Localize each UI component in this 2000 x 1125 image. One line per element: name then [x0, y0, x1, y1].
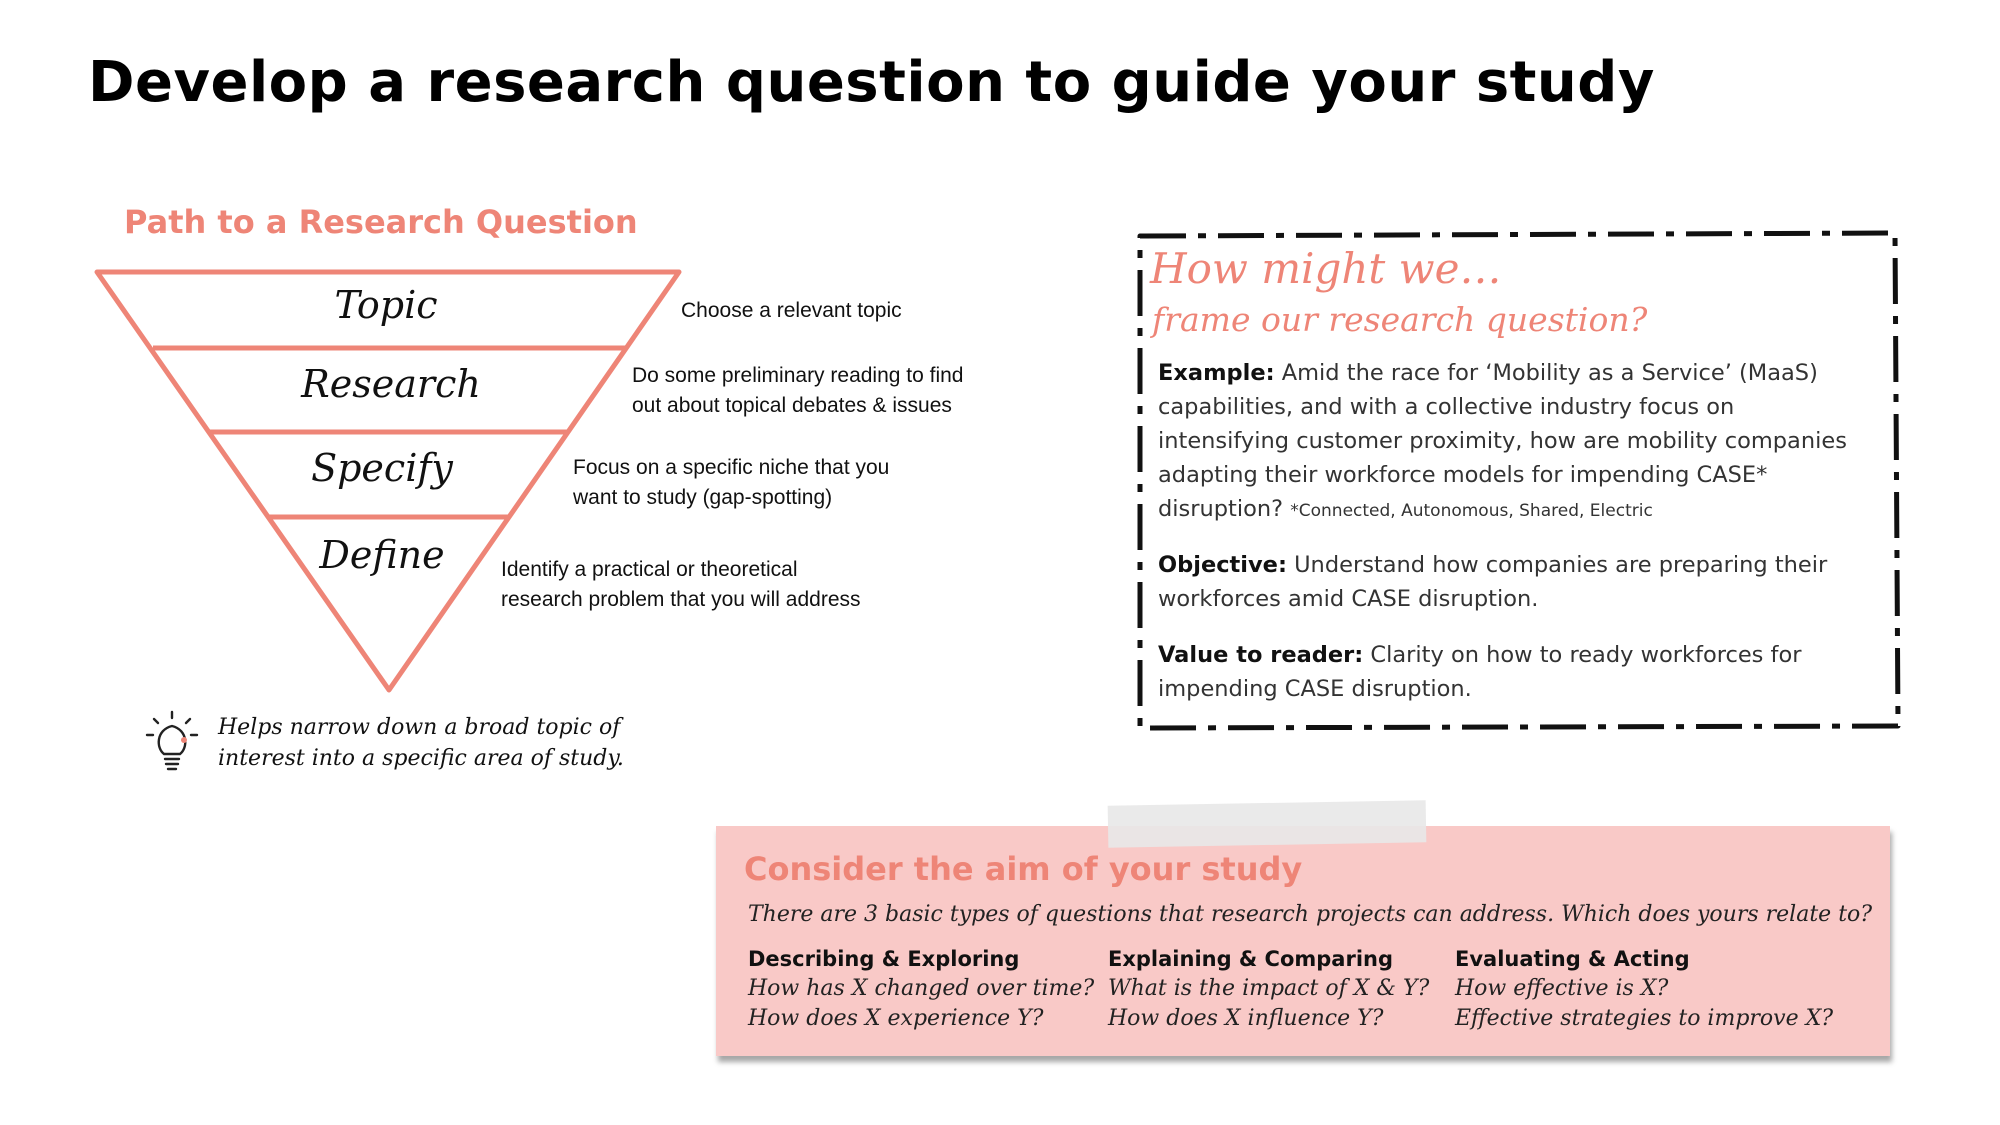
example-footnote: *Connected, Autonomous, Shared, Electric: [1290, 501, 1653, 521]
path-heading: Path to a Research Question: [124, 203, 638, 241]
aim-question: How does X experience Y?: [748, 1006, 1044, 1031]
aim-question: What is the impact of X & Y?: [1108, 976, 1430, 1001]
define-description: Identify a practical or theoretical rese…: [501, 558, 861, 611]
aim-column-evaluating: Evaluating & Acting How effective is X? …: [1455, 944, 1833, 1034]
topic-description: Choose a relevant topic: [681, 299, 902, 322]
objective-text: Understand how companies are preparing t…: [1158, 552, 1828, 612]
aim-column-title: Describing & Exploring: [748, 947, 1020, 971]
aim-column-title: Explaining & Comparing: [1108, 947, 1394, 971]
aim-question: How has X changed over time?: [748, 976, 1095, 1001]
aim-column-title: Evaluating & Acting: [1455, 947, 1690, 971]
aim-heading: Consider the aim of your study: [744, 850, 1303, 888]
aim-question: How does X influence Y?: [1108, 1006, 1384, 1031]
funnel-level-topic: Topic: [334, 283, 438, 327]
aim-intro: There are 3 basic types of questions tha…: [748, 902, 1873, 927]
aim-column-explaining: Explaining & Comparing What is the impac…: [1108, 944, 1429, 1034]
funnel-level-define: Define: [319, 533, 445, 577]
value-label: Value to reader:: [1158, 642, 1364, 668]
hmw-example: Example: Amid the race for ‘Mobility as …: [1158, 356, 1858, 528]
funnel-outline: [94, 269, 682, 693]
page-title: Develop a research question to guide you…: [88, 50, 1655, 115]
funnel-level-research: Research: [301, 362, 481, 406]
example-text: Amid the race for ‘Mobility as a Service…: [1158, 360, 1847, 522]
hmw-title: How might we…: [1150, 244, 1502, 293]
lightbulb-icon: [145, 710, 199, 771]
funnel-tip: Helps narrow down a broad topic of inter…: [218, 715, 624, 771]
funnel-level-specify: Specify: [311, 446, 453, 490]
aim-column-describing: Describing & Exploring How has X changed…: [748, 944, 1094, 1034]
specify-description: Focus on a specific niche that you want …: [573, 456, 890, 509]
example-label: Example:: [1158, 360, 1275, 386]
tape-decoration: [1107, 800, 1427, 848]
research-description: Do some preliminary reading to find out …: [632, 364, 964, 417]
objective-label: Objective:: [1158, 552, 1287, 578]
aim-question: Effective strategies to improve X?: [1455, 1006, 1834, 1031]
hmw-subtitle: frame our research question?: [1152, 300, 1648, 339]
aim-card: [716, 826, 1890, 1056]
hmw-objective: Objective: Understand how companies are …: [1158, 548, 1858, 616]
value-text: Clarity on how to ready workforces for i…: [1158, 642, 1802, 702]
aim-question: How effective is X?: [1455, 976, 1669, 1001]
hmw-value: Value to reader: Clarity on how to ready…: [1158, 638, 1858, 706]
